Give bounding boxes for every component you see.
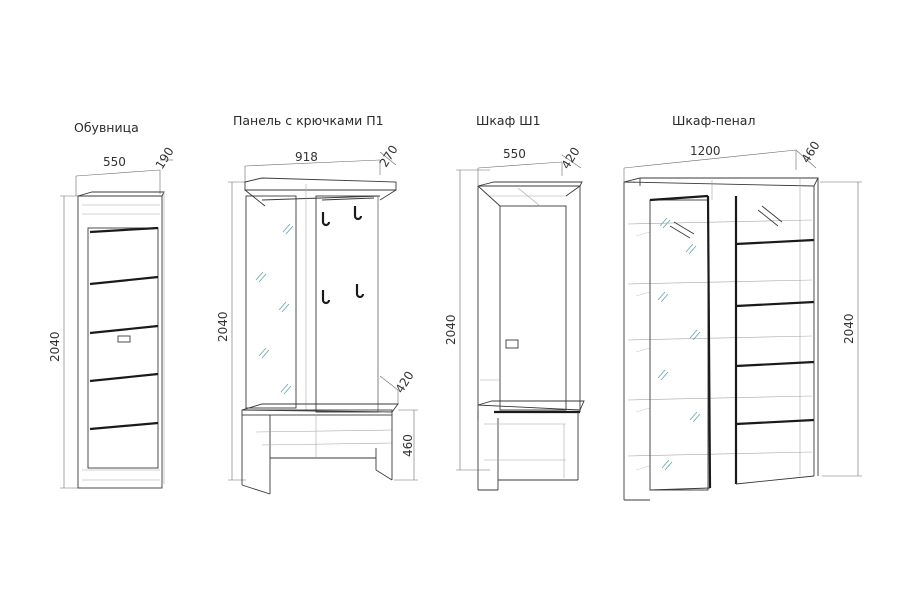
panel-p1-drawing: 918 270 2040	[216, 143, 418, 495]
panel-width-label: 918	[295, 150, 318, 164]
panel-depth-label: 270	[377, 143, 401, 170]
penal-glass-glints	[657, 217, 701, 471]
shkaf-sh1-drawing: 550 420 2040	[444, 145, 585, 491]
penal-depth-label: 460	[799, 139, 823, 166]
obuvnitsa-drawing: 550 190 2040	[48, 145, 177, 489]
title-shkaf-sh1: Шкаф Ш1	[476, 113, 541, 128]
sh1-depth-label: 420	[559, 145, 583, 172]
obuvnitsa-width-label: 550	[103, 155, 126, 169]
panel-mirror-glints	[255, 223, 294, 395]
shkaf-penal-drawing: 1200 460 2040	[623, 139, 862, 501]
penal-shelves	[627, 219, 813, 471]
title-shkaf-penal: Шкаф-пенал	[672, 113, 756, 128]
panel-height-label: 2040	[216, 311, 230, 342]
title-panel-p1: Панель с крючками П1	[233, 113, 384, 128]
sh1-width-label: 550	[503, 147, 526, 161]
penal-width-label: 1200	[690, 144, 721, 158]
bench-depth-label: 420	[393, 369, 417, 396]
bench-height-label: 460	[401, 434, 415, 457]
sh1-height-label: 2040	[444, 314, 458, 345]
obuvnitsa-depth-label: 190	[153, 145, 177, 172]
obuvnitsa-height-label: 2040	[48, 331, 62, 362]
title-obuvnitsa: Обувница	[74, 120, 139, 135]
penal-height-label: 2040	[842, 313, 856, 344]
